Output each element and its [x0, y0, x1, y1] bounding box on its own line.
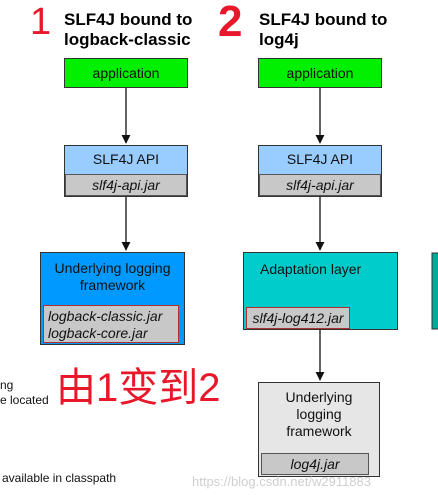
- right-application-label: application: [286, 65, 354, 81]
- left-api-label: SLF4J API: [92, 151, 160, 167]
- left-title-line2: logback-classic: [64, 30, 191, 49]
- side-text-line3: available in classpath: [2, 471, 117, 485]
- left-framework-label-line2: framework: [79, 277, 146, 293]
- watermark-text: https://blog.csdn.net/w2911883: [192, 474, 371, 489]
- right-framework-box: Underlying logging framework log4j.jar: [258, 382, 380, 477]
- side-text-line1: ng: [0, 378, 14, 392]
- right-adaptation-label: Adaptation layer: [260, 261, 362, 277]
- right-api-label: SLF4J API: [286, 151, 354, 167]
- marker-one: 1: [30, 1, 52, 43]
- left-framework-box: Underlying logging framework logback-cla…: [40, 252, 185, 345]
- right-framework-label-line1: Underlying: [285, 389, 353, 405]
- right-api-box: SLF4J API slf4j-api.jar: [258, 145, 382, 197]
- left-api-jar: slf4j-api.jar: [65, 174, 187, 196]
- right-adaptation-jar: slf4j-log412.jar: [246, 307, 350, 329]
- right-framework-label-line2: logging: [296, 406, 342, 422]
- right-title-line1: SLF4J bound to: [259, 10, 388, 29]
- marker-two: 2: [218, 0, 243, 46]
- right-title: SLF4J bound to log4j: [259, 10, 387, 50]
- change-annotation: 由1变到2: [56, 366, 221, 410]
- left-title: SLF4J bound to logback-classic: [64, 10, 192, 50]
- left-title-line1: SLF4J bound to: [64, 10, 193, 29]
- right-api-jar: slf4j-api.jar: [259, 174, 381, 196]
- right-framework-label-line3: framework: [286, 423, 352, 439]
- left-framework-label-line1: Underlying logging: [54, 260, 171, 276]
- side-text-line2: e located: [0, 393, 49, 407]
- left-api-box: SLF4J API slf4j-api.jar: [64, 145, 188, 197]
- left-framework-jars: logback-classic.jar logback-core.jar: [43, 305, 179, 343]
- left-application-box: application: [64, 58, 188, 88]
- right-framework-jar: log4j.jar: [261, 453, 369, 475]
- left-framework-jar-1: logback-classic.jar: [48, 308, 163, 324]
- right-adaptation-box: Adaptation layer slf4j-log412.jar: [243, 252, 398, 330]
- left-application-label: application: [92, 65, 160, 81]
- right-application-box: application: [258, 58, 382, 88]
- right-title-line2: log4j: [259, 30, 299, 49]
- left-framework-jar-2: logback-core.jar: [48, 325, 148, 341]
- partial-box-edge: [431, 252, 438, 330]
